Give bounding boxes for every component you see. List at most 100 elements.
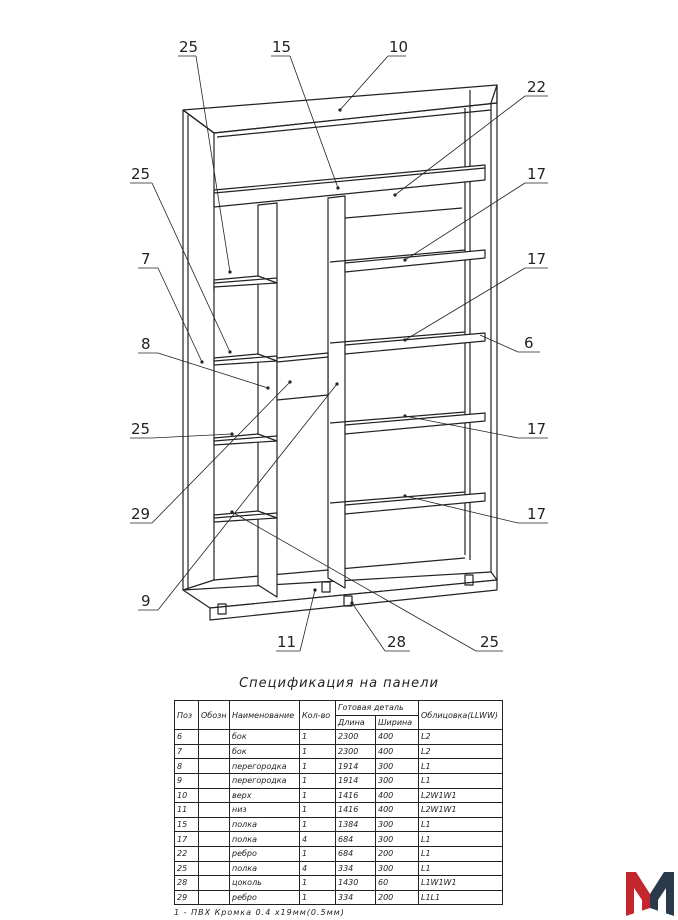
spec-cell-pos: 6	[174, 729, 199, 745]
callout-25-b: 25	[131, 420, 150, 438]
header-pos: Поз	[174, 699, 199, 731]
spec-cell-width: 200	[375, 889, 419, 906]
spec-cell-pos: 8	[174, 758, 199, 774]
spec-cell-length: 1914	[335, 772, 376, 789]
spec-cell-width: 400	[375, 729, 419, 745]
spec-title: Спецификация на панели	[239, 676, 439, 691]
spec-cell-code	[198, 860, 230, 877]
spec-cell-qty: 1	[299, 889, 336, 906]
spec-cell-name: бок	[229, 743, 300, 760]
spec-cell-pos: 22	[174, 845, 199, 862]
spec-cell-length: 2300	[335, 743, 376, 760]
spec-cell-length: 1384	[335, 816, 376, 833]
spec-table: Поз Обозн Наименование Кол-во Готовая де…	[174, 699, 503, 906]
spec-cell-facing: L2	[418, 729, 503, 745]
spec-cell-name: перегородка	[229, 772, 300, 789]
spec-cell-name: ребро	[229, 889, 300, 906]
spec-cell-width: 200	[375, 845, 419, 862]
spec-cell-qty: 1	[299, 845, 336, 862]
spec-cell-code	[198, 772, 230, 789]
spec-cell-pos: 17	[174, 831, 199, 847]
spec-cell-facing: L2W1W1	[418, 802, 503, 818]
brand-logo	[626, 872, 674, 916]
spec-cell-facing: L1L1	[418, 889, 503, 906]
callout-10: 10	[389, 38, 408, 56]
spec-cell-width: 300	[375, 860, 419, 877]
spec-cell-width: 60	[375, 875, 419, 891]
spec-cell-pos: 10	[174, 787, 199, 804]
spec-cell-length: 684	[335, 831, 376, 847]
callout-28: 28	[387, 633, 406, 651]
spec-cell-pos: 29	[174, 889, 199, 906]
spec-cell-facing: L1	[418, 758, 503, 774]
spec-cell-length: 1914	[335, 758, 376, 774]
spec-cell-code	[198, 758, 230, 774]
spec-cell-length: 1416	[335, 787, 376, 804]
callout-25-c: 25	[480, 633, 499, 651]
spec-cell-code	[198, 831, 230, 847]
spec-cell-facing: L2W1W1	[418, 787, 503, 804]
spec-cell-code	[198, 875, 230, 891]
callout-15: 15	[272, 38, 291, 56]
spec-cell-facing: L1W1W1	[418, 875, 503, 891]
header-facing: Облицовка(LLWW)	[418, 699, 503, 731]
spec-cell-length: 684	[335, 845, 376, 862]
spec-cell-name: верх	[229, 787, 300, 804]
header-width: Ширина	[375, 714, 419, 731]
spec-cell-width: 300	[375, 831, 419, 847]
spec-cell-code	[198, 743, 230, 760]
spec-cell-width: 400	[375, 743, 419, 760]
callout-6: 6	[524, 334, 534, 352]
spec-cell-code	[198, 802, 230, 818]
spec-cell-qty: 1	[299, 743, 336, 760]
spec-cell-qty: 4	[299, 831, 336, 847]
spec-cell-code	[198, 816, 230, 833]
spec-cell-facing: L2	[418, 743, 503, 760]
spec-cell-qty: 1	[299, 787, 336, 804]
callout-9: 9	[141, 592, 151, 610]
header-name: Наименование	[229, 699, 300, 731]
spec-cell-width: 300	[375, 772, 419, 789]
header-finished: Готовая деталь	[335, 700, 419, 716]
spec-cell-qty: 1	[299, 772, 336, 789]
right-shelf-1	[344, 249, 486, 273]
spec-cell-name: полка	[229, 860, 300, 877]
callout-17-d: 17	[527, 505, 546, 523]
callout-25-a: 25	[131, 165, 150, 183]
spec-header-row-2: Длина Ширина	[175, 714, 503, 731]
spec-cell-pos: 11	[174, 802, 199, 818]
spec-cell-pos: 7	[174, 743, 199, 760]
partition-right	[327, 195, 346, 589]
spec-cell-code	[198, 729, 230, 745]
spec-cell-length: 334	[335, 889, 376, 906]
callout-17-c: 17	[527, 420, 546, 438]
spec-cell-facing: L1	[418, 816, 503, 833]
right-shelf-2	[344, 332, 486, 355]
spec-cell-length: 334	[335, 860, 376, 877]
spec-header-row-1: Поз Обозн Наименование Кол-во Готовая де…	[174, 699, 503, 731]
spec-cell-facing: L1	[418, 772, 503, 789]
spec-cell-width: 300	[375, 758, 419, 774]
spec-cell-pos: 9	[174, 772, 199, 789]
spec-cell-name: перегородка	[229, 758, 300, 774]
spec-cell-width: 400	[375, 802, 419, 818]
callout-22: 22	[527, 78, 546, 96]
spec-cell-length: 2300	[335, 729, 376, 745]
right-side-panel	[490, 84, 498, 584]
callout-29: 29	[131, 505, 150, 523]
cabinet-drawing: 25 15 10 22 25 17 7 17 8 6 25 17 29 17 9…	[130, 38, 548, 652]
spec-cell-code	[198, 889, 230, 906]
spec-cell-length: 1416	[335, 802, 376, 818]
spec-cell-width: 300	[375, 816, 419, 833]
spec-cell-name: цоколь	[229, 875, 300, 891]
callout-7: 7	[141, 250, 151, 268]
long-shelf	[213, 164, 486, 208]
